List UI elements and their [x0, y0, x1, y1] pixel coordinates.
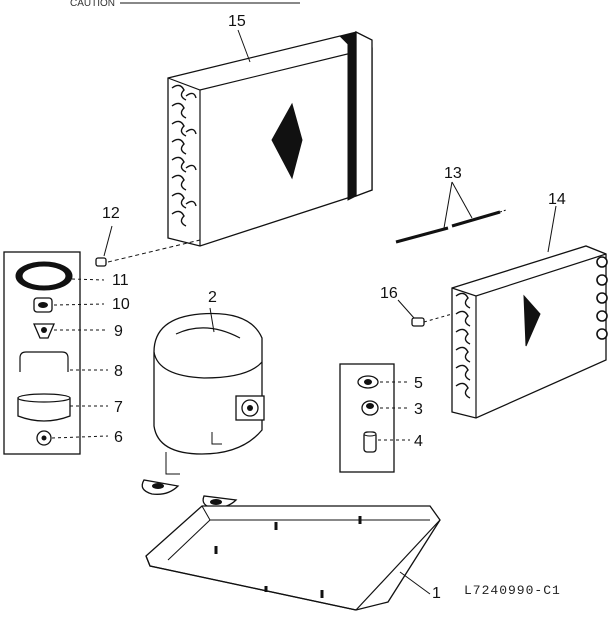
part-label-11: 11 [112, 272, 129, 289]
compressor [141, 312, 265, 509]
leader-14 [547, 205, 557, 253]
tube-rods [395, 209, 507, 244]
leader-2 [209, 307, 215, 333]
part-label-1: 1 [432, 585, 441, 602]
caution-caption: CAUTION [70, 0, 115, 9]
part-label-10: 10 [112, 296, 130, 313]
drawing-code: L7240990-C1 [464, 583, 561, 598]
leader-16 [397, 299, 415, 319]
part-label-2: 2 [208, 289, 217, 306]
leader-1 [399, 571, 431, 595]
part-label-9: 9 [114, 323, 123, 340]
part-label-4: 4 [414, 433, 423, 450]
part-label-15: 15 [228, 13, 246, 30]
leader-16-dash [423, 313, 453, 323]
leader-12 [103, 225, 113, 257]
part-label-3: 3 [414, 401, 423, 418]
evaporator-coil [451, 245, 608, 419]
hardware-panel [3, 251, 81, 455]
base-pan [145, 505, 441, 611]
mount-leaders [378, 381, 410, 441]
part-label-12: 12 [102, 205, 120, 222]
leader-13a [443, 181, 453, 229]
part-label-14: 14 [548, 191, 566, 208]
leader-13b [451, 181, 473, 219]
part-label-8: 8 [114, 363, 123, 380]
part-label-6: 6 [114, 429, 123, 446]
hardware-leaders [51, 278, 109, 439]
part-label-5: 5 [414, 375, 423, 392]
leader-15 [237, 29, 251, 63]
part-label-16: 16 [380, 285, 398, 302]
part-label-13: 13 [444, 165, 462, 182]
condenser-coil [167, 30, 373, 247]
leader-12-dash [107, 239, 201, 263]
mount-hardware-panel [339, 363, 395, 473]
fitting-16 [411, 317, 425, 327]
fitting-12 [95, 257, 107, 267]
part-label-7: 7 [114, 399, 123, 416]
